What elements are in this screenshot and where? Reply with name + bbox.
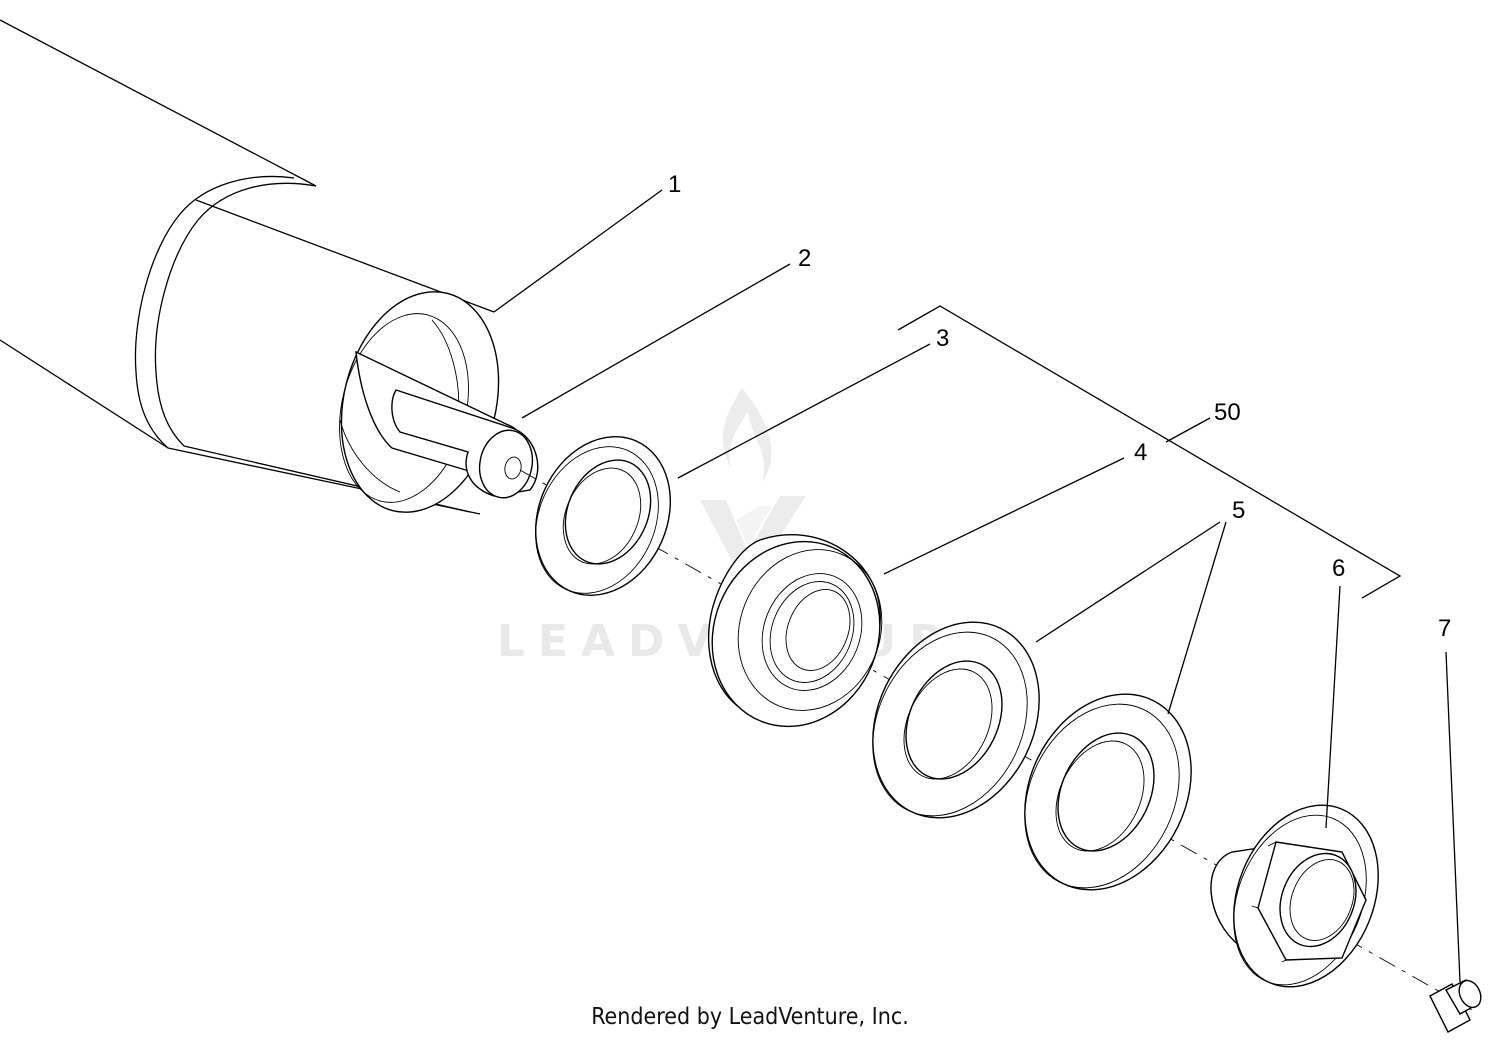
callout-50: 50 <box>1214 399 1241 426</box>
leader-lines <box>493 189 1461 983</box>
watermark-logo <box>700 388 806 580</box>
callout-5: 5 <box>1232 497 1245 524</box>
washer-2 <box>1024 693 1192 891</box>
bearing <box>708 534 883 728</box>
callout-2: 2 <box>798 245 811 272</box>
callout-1: 1 <box>668 171 681 198</box>
washer-1 <box>872 621 1040 819</box>
flange-nut <box>1210 804 1379 988</box>
shaft <box>355 350 539 499</box>
callout-7: 7 <box>1438 615 1451 642</box>
callout-6: 6 <box>1332 555 1345 582</box>
callout-3: 3 <box>936 325 949 352</box>
rendered-by-footer: Rendered by LeadVenture, Inc. <box>591 1004 909 1030</box>
seal-ring <box>534 435 672 597</box>
callout-4: 4 <box>1134 439 1147 466</box>
grease-fitting <box>1429 979 1482 1033</box>
